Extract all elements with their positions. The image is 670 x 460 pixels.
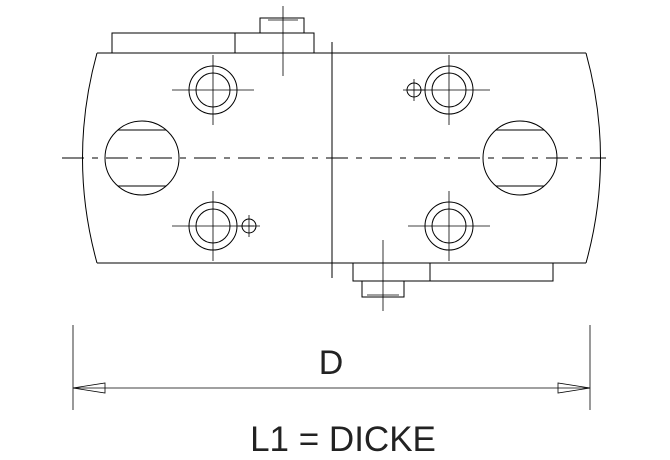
top-clamp-block bbox=[111, 6, 315, 76]
right-bore-circle bbox=[482, 120, 558, 196]
arrowhead-left bbox=[72, 382, 106, 394]
dimension-label: D bbox=[319, 344, 344, 382]
bottom-block-outline bbox=[352, 262, 554, 282]
arrowhead-right bbox=[557, 382, 591, 394]
bolt-hole-bottom-right bbox=[408, 191, 490, 261]
top-screw-head bbox=[259, 17, 305, 34]
pin-hole-bottom bbox=[238, 215, 260, 237]
top-block-outline bbox=[111, 32, 315, 54]
left-bore-circle bbox=[104, 120, 180, 196]
bolt-hole-top-left bbox=[172, 55, 254, 125]
clamp-body bbox=[82, 42, 601, 278]
bottom-clamp-block bbox=[352, 240, 554, 311]
pin-hole-top bbox=[403, 79, 425, 101]
thickness-caption: L1 = DICKE bbox=[250, 420, 436, 459]
left-bore-hole bbox=[104, 120, 180, 196]
dimension-d: D bbox=[72, 325, 591, 410]
right-bore-hole bbox=[482, 120, 558, 196]
